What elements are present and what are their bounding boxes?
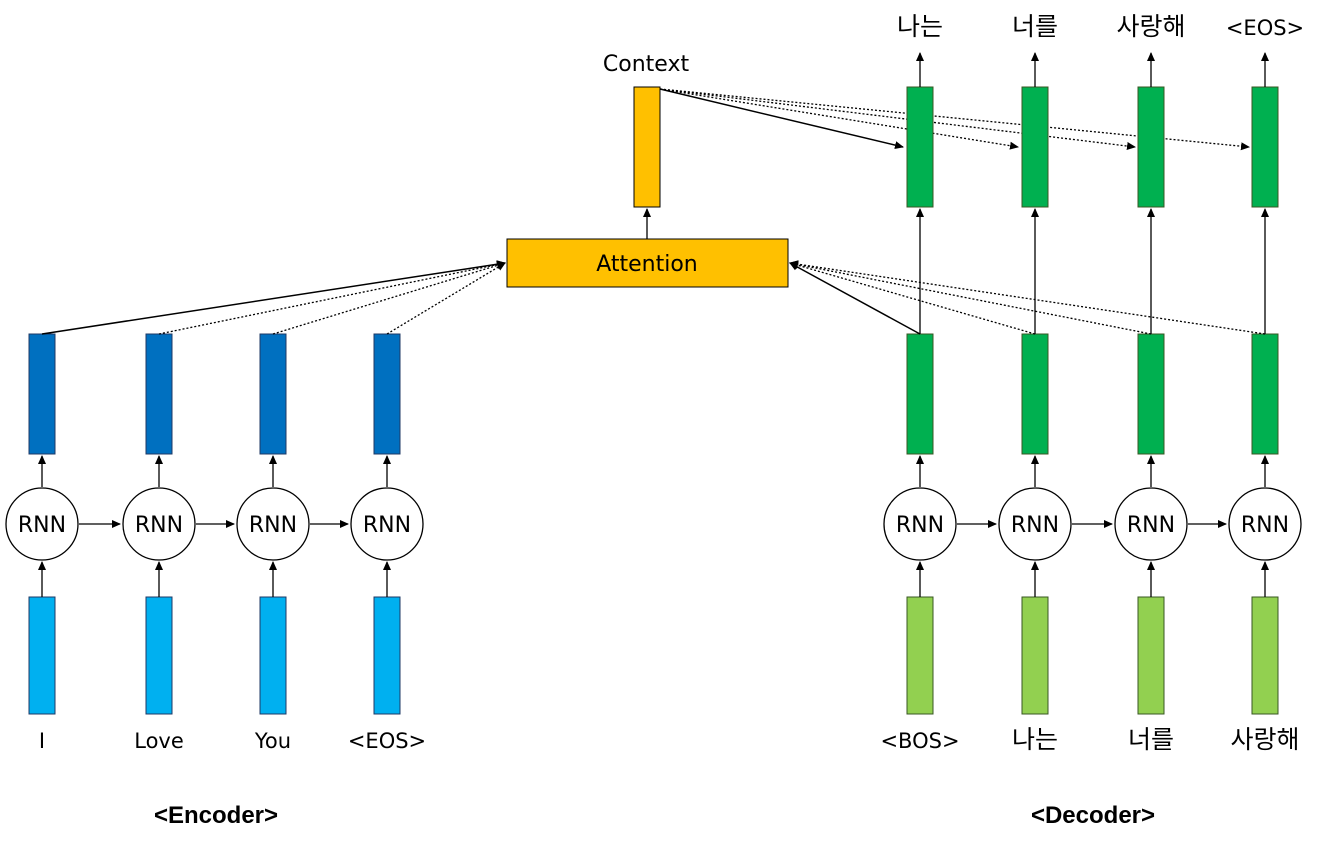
encoder-to-attention-links: [41, 260, 506, 335]
encoder-input-word-4: <EOS>: [348, 729, 426, 753]
decoder-rnn-cell-3: [1114, 487, 1188, 561]
encoder-rnn-label-3: RNN: [249, 513, 297, 538]
decoder-output-vector-3: [1137, 86, 1165, 208]
encoder-rnn-label-1: RNN: [18, 513, 66, 538]
decoder-rnn-cell-4: [1228, 487, 1302, 561]
encoder-hidden-state-4: [373, 333, 401, 455]
encoder-rnn-cell-4: [350, 487, 424, 561]
decoder-hidden-state-4: [1251, 333, 1279, 455]
decoder-hidden-state-3: [1137, 333, 1165, 455]
decoder-hidden-state-1: [906, 333, 934, 455]
decoder-output-word-1: 나는: [897, 12, 943, 41]
decoder-hidden-state-2: [1021, 333, 1049, 455]
decoder-input-vector-4: [1251, 596, 1279, 715]
encoder-hidden-state-3: [259, 333, 287, 455]
decoder-output-word-4: <EOS>: [1226, 16, 1304, 40]
encoder-rnn-label-2: RNN: [135, 513, 183, 538]
decoder-rnn-label-2: RNN: [1011, 513, 1059, 538]
decoder-output-word-2: 너를: [1012, 12, 1058, 41]
decoder-rnn-label-1: RNN: [896, 513, 944, 538]
encoder-input-word-3: You: [254, 729, 291, 753]
encoder-rnn-cell-2: [122, 487, 196, 561]
decoder-output-word-3: 사랑해: [1116, 12, 1185, 41]
attention-label: Attention: [596, 252, 698, 277]
encoder-hidden-state-1: [28, 333, 56, 455]
decoder: RNN RNN RNN RNN 나는 너를: [880, 12, 1304, 829]
decoder-input-word-4: 사랑해: [1230, 725, 1299, 754]
context-label: Context: [603, 52, 690, 77]
encoder-input-word-2: Love: [134, 729, 184, 753]
context-vector: [633, 86, 661, 208]
attention-box: [506, 238, 789, 288]
decoder-rnn-cell-2: [998, 487, 1072, 561]
encoder-input-vector-1: [28, 596, 56, 715]
decoder-to-attention-links: [789, 260, 1266, 335]
encoder-input-vector-2: [145, 596, 173, 715]
encoder-hidden-state-2: [145, 333, 173, 455]
decoder-rnn-label-3: RNN: [1127, 513, 1175, 538]
decoder-output-vector-4: [1251, 86, 1279, 208]
decoder-rnn-label-4: RNN: [1241, 513, 1289, 538]
decoder-input-vector-1: [906, 596, 934, 715]
decoder-input-vector-3: [1137, 596, 1165, 715]
encoder-section-label: <Encoder>: [154, 802, 278, 829]
decoder-rnn-cell-1: [883, 487, 957, 561]
decoder-section-label: <Decoder>: [1031, 802, 1155, 829]
encoder-rnn-cell-1: [5, 487, 79, 561]
decoder-input-word-2: 나는: [1012, 725, 1058, 754]
decoder-input-word-1: <BOS>: [880, 729, 959, 753]
decoder-output-vector-1: [906, 86, 934, 208]
encoder-input-word-1: I: [39, 729, 45, 753]
decoder-input-word-3: 너를: [1128, 725, 1174, 754]
encoder-input-vector-3: [259, 596, 287, 715]
encoder-rnn-label-4: RNN: [363, 513, 411, 538]
decoder-output-vector-2: [1021, 86, 1049, 208]
encoder: RNN RNN RNN RNN I Love You <EOS> <Encode…: [5, 333, 426, 829]
encoder-rnn-cell-3: [236, 487, 310, 561]
decoder-input-vector-2: [1021, 596, 1049, 715]
encoder-input-vector-4: [373, 596, 401, 715]
